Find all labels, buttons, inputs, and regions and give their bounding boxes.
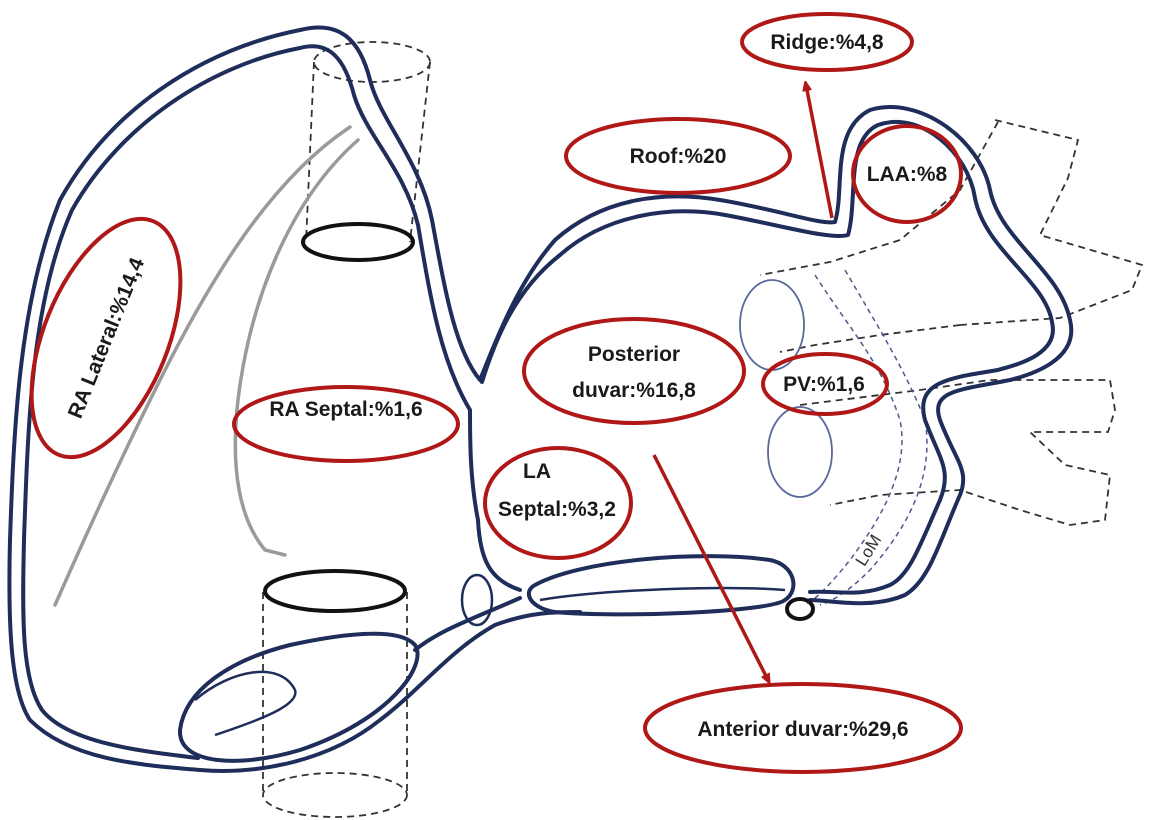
pv-ostium-lower xyxy=(768,407,832,497)
ridge-label: Ridge:%4,8 xyxy=(770,31,884,54)
anterior-label: Anterior duvar:%29,6 xyxy=(697,718,908,741)
la-septal-label-line2: Septal:%3,2 xyxy=(498,498,616,521)
ridge-arrow xyxy=(806,85,832,218)
anterior-arrow xyxy=(654,455,768,680)
posterior-label-line2: duvar:%16,8 xyxy=(572,379,696,402)
lom-ostium-ring xyxy=(787,599,813,619)
roof-label: Roof:%20 xyxy=(630,145,727,168)
posterior-label-line1: Posterior xyxy=(588,343,680,366)
lom-label: LoM xyxy=(852,531,886,569)
pv-label: PV:%1,6 xyxy=(783,373,865,396)
tricuspid-valve-ring xyxy=(180,634,418,761)
svc-orifice-ring xyxy=(303,224,413,260)
laa-label: LAA:%8 xyxy=(867,163,948,186)
coronary-sinus-band xyxy=(529,556,794,614)
ivc-orifice-ring xyxy=(265,571,405,611)
posterior-oval xyxy=(524,319,744,423)
ra-septal-label: RA Septal:%1,6 xyxy=(269,398,422,421)
la-septal-label-line1: LA xyxy=(523,460,551,483)
